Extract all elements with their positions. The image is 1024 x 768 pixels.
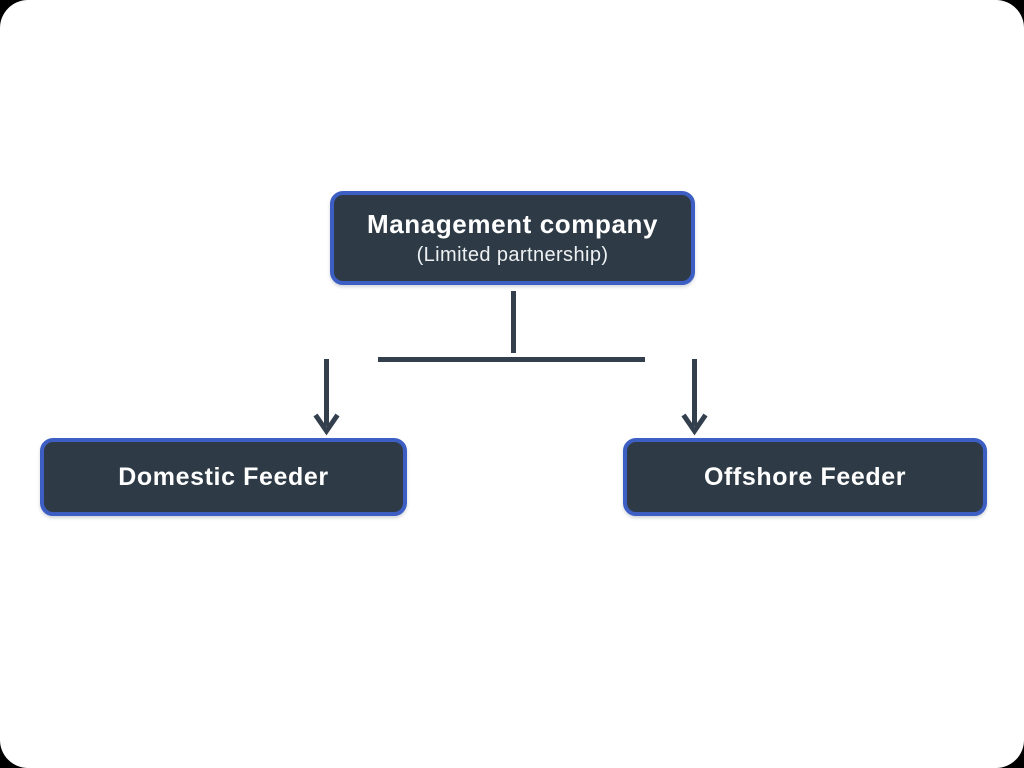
node-offshore-feeder: Offshore Feeder: [623, 438, 987, 516]
arrow-to-domestic: [313, 359, 340, 436]
arrow-to-offshore: [681, 359, 708, 436]
management-company-subtitle: (Limited partnership): [416, 244, 609, 267]
offshore-feeder-label: Offshore Feeder: [703, 463, 907, 491]
domestic-feeder-label: Domestic Feeder: [118, 463, 329, 491]
management-company-title: Management company: [366, 208, 659, 239]
node-domestic-feeder: Domestic Feeder: [40, 438, 407, 516]
node-management-company: Management company (Limited partnership): [330, 191, 695, 285]
